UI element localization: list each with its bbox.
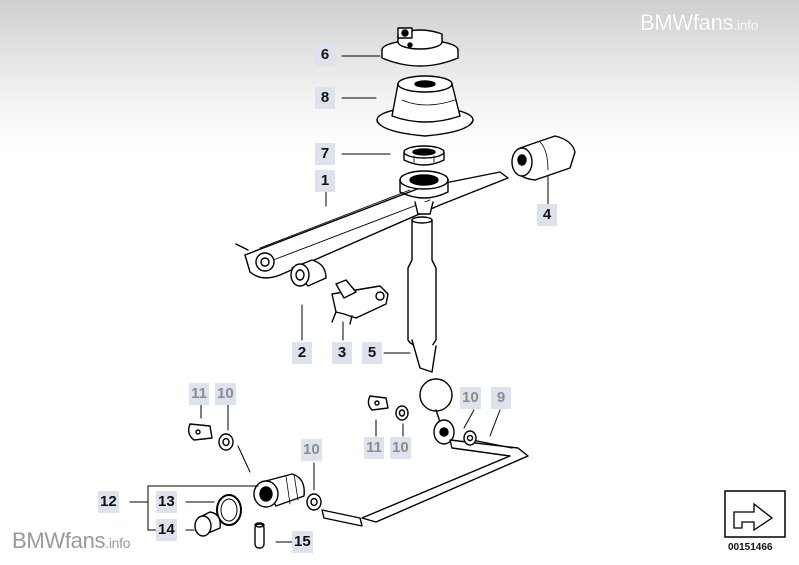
part-label-15[interactable]: 15 [292,531,313,553]
part-label-6[interactable]: 6 [315,44,335,66]
bushing-part [403,145,445,166]
shift-arm-part [235,170,509,279]
pin-part [254,522,265,549]
part-label-8[interactable]: 8 [315,87,335,109]
arm-bushing-part [290,259,327,287]
part-label-9[interactable]: 9 [491,387,511,409]
part-label-14[interactable]: 14 [156,519,177,541]
direction-badge [724,490,786,538]
bracket-part [331,279,389,325]
diagram-code: 00151466 [728,542,773,553]
knob-part [511,135,576,181]
part-label-12[interactable]: 12 [98,491,119,513]
part-label-11-right[interactable]: 11 [364,437,384,459]
part-label-7[interactable]: 7 [315,143,335,165]
leader-lines [129,55,549,543]
part-label-2[interactable]: 2 [292,342,312,364]
part-label-1[interactable]: 1 [315,170,335,192]
watermark-brand: BMWfans [640,10,734,35]
part-label-10-lower[interactable]: 10 [301,439,322,461]
selector-rod-part [321,430,529,527]
clamp-ring-part [381,27,459,67]
part-label-10-right[interactable]: 10 [460,387,481,409]
small-bushing-part [194,511,221,537]
o-ring-inner [220,498,238,522]
joint-part [253,473,305,508]
part-label-10-mid[interactable]: 10 [390,437,411,459]
watermark-bottom: BMWfans.info [12,528,131,554]
o-ring-part [216,494,242,526]
part-label-10-left[interactable]: 10 [215,383,236,405]
clip-and-washer-left [187,423,322,511]
rubber-boot-part [376,75,474,137]
watermark-brand: BMWfans [12,528,106,553]
shift-rod-part [407,216,455,445]
clip-and-washer-right [367,395,409,421]
part-label-13[interactable]: 13 [156,491,177,513]
watermark-top: BMWfans.info [640,10,759,36]
watermark-suffix: .info [733,17,759,33]
part-label-4[interactable]: 4 [537,204,557,226]
watermark-suffix: .info [105,535,131,551]
part-label-3[interactable]: 3 [332,342,352,364]
part-label-5[interactable]: 5 [362,342,382,364]
part-label-11-left[interactable]: 11 [189,383,209,405]
arrow-icon [733,502,774,532]
